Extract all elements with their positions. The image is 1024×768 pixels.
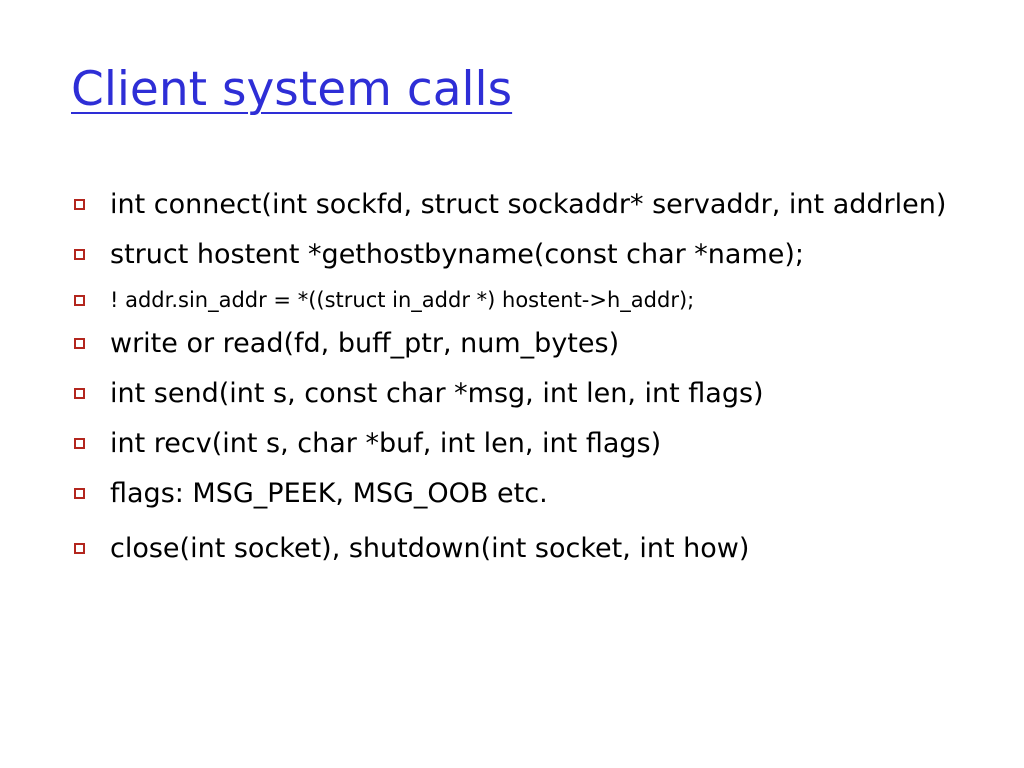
list-item: close(int socket), shutdown(int socket, … (72, 528, 952, 569)
list-item: int connect(int sockfd, struct sockaddr*… (72, 184, 952, 225)
list-item-text: int connect(int sockfd, struct sockaddr*… (110, 189, 947, 220)
bullet-list: int connect(int sockfd, struct sockaddr*… (72, 184, 952, 578)
square-bullet-icon (74, 388, 85, 399)
list-item: write or read(fd, buff_ptr, num_bytes) (72, 323, 952, 364)
square-bullet-icon (74, 438, 85, 449)
list-item-text: write or read(fd, buff_ptr, num_bytes) (110, 328, 620, 359)
square-bullet-icon (74, 199, 85, 210)
list-item-text: int recv(int s, char *buf, int len, int … (110, 428, 662, 459)
list-item: flags: MSG_PEEK, MSG_OOB etc. (72, 473, 952, 514)
square-bullet-icon (74, 338, 85, 349)
list-item: ! addr.sin_addr = *((struct in_addr *) h… (72, 284, 952, 316)
square-bullet-icon (74, 295, 85, 306)
square-bullet-icon (74, 488, 85, 499)
list-item-text: close(int socket), shutdown(int socket, … (110, 533, 750, 564)
list-item: int send(int s, const char *msg, int len… (72, 373, 952, 414)
list-item-text: flags: MSG_PEEK, MSG_OOB etc. (110, 478, 548, 509)
list-item: int recv(int s, char *buf, int len, int … (72, 423, 952, 464)
square-bullet-icon (74, 249, 85, 260)
list-item: struct hostent *gethostbyname(const char… (72, 234, 952, 275)
list-item-text: int send(int s, const char *msg, int len… (110, 378, 764, 409)
square-bullet-icon (74, 543, 85, 554)
list-item-text: ! addr.sin_addr = *((struct in_addr *) h… (110, 288, 695, 312)
slide-title: Client system calls (71, 62, 513, 117)
list-item-text: struct hostent *gethostbyname(const char… (110, 239, 804, 270)
